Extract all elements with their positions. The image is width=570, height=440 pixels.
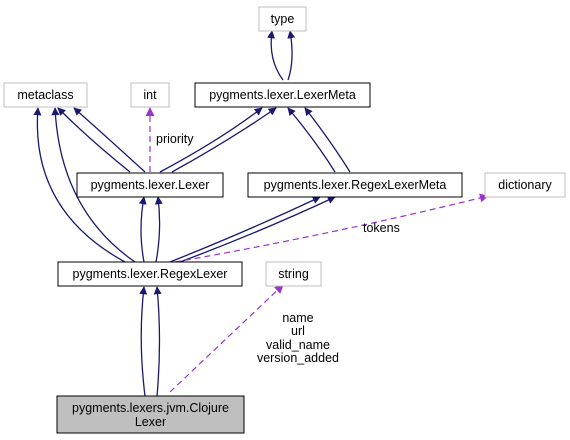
node-regex-lexer[interactable]: pygments.lexer.RegexLexer [57, 261, 243, 287]
edge-clojurelexer-to-regexlexer-a [139, 286, 148, 397]
node-lexer-meta[interactable]: pygments.lexer.LexerMeta [194, 82, 371, 108]
edge-lexer-to-metaclass-b [73, 107, 146, 173]
node-metaclass-label: metaclass [17, 88, 73, 102]
node-regex-lexer-meta-label: pygments.lexer.RegexLexerMeta [264, 178, 447, 192]
node-metaclass[interactable]: metaclass [3, 82, 88, 108]
edge-regexlexer-to-lexer-a [138, 196, 147, 263]
field-label: valid_name [266, 338, 330, 352]
node-clojure-lexer[interactable]: pygments.lexers.jvm.Clojure Lexer [56, 395, 245, 434]
edge-regexlexermeta-to-lexermeta-b [304, 107, 351, 173]
inheritance-edges [33, 30, 351, 397]
node-lexer-meta-label: pygments.lexer.LexerMeta [209, 88, 356, 102]
edge-lexer-to-lexermeta-b [171, 107, 277, 173]
node-regex-lexer-meta[interactable]: pygments.lexer.RegexLexerMeta [247, 172, 463, 198]
node-type[interactable]: type [258, 6, 307, 32]
edge-lexer-to-lexermeta-a [159, 107, 263, 173]
node-dictionary[interactable]: dictionary [484, 172, 566, 198]
edge-clojurelexer-to-string [169, 284, 284, 393]
field-label: version_added [257, 351, 339, 365]
node-int-label: int [143, 88, 157, 102]
usage-edges [145, 107, 489, 393]
field-label: name [282, 311, 313, 325]
edge-regexlexer-to-metaclass-a [33, 107, 126, 263]
edge-regexlexer-to-dictionary [174, 193, 489, 263]
node-clojure-lexer-label-line1: pygments.lexers.jvm.Clojure [72, 401, 229, 415]
edge-lexermeta-to-type-b [287, 30, 296, 81]
edge-clojurelexer-to-regexlexer-b [153, 286, 162, 397]
edge-lexermeta-to-type-a [267, 30, 284, 81]
edge-regexlexer-to-regexlexermeta-b [179, 196, 336, 263]
node-string-label: string [278, 267, 309, 281]
node-int[interactable]: int [130, 82, 170, 108]
field-label: url [291, 324, 305, 338]
tokens-label: tokens [363, 221, 400, 235]
node-type-label: type [271, 12, 295, 26]
edge-regexlexermeta-to-lexermeta-a [287, 107, 336, 173]
node-string[interactable]: string [265, 261, 322, 287]
node-clojure-lexer-label-line2: Lexer [135, 415, 166, 429]
node-regex-lexer-label: pygments.lexer.RegexLexer [73, 267, 228, 281]
priority-label: priority [156, 132, 194, 146]
edge-regexlexer-to-lexer-b [154, 196, 163, 263]
edge-lexer-to-metaclass-a [57, 107, 131, 173]
node-dictionary-label: dictionary [498, 178, 552, 192]
edge-regexlexer-to-regexlexermeta-a [169, 196, 321, 263]
node-lexer-label: pygments.lexer.Lexer [91, 178, 210, 192]
string-fields-labels: name url valid_name version_added [257, 311, 339, 365]
node-lexer[interactable]: pygments.lexer.Lexer [76, 172, 224, 198]
